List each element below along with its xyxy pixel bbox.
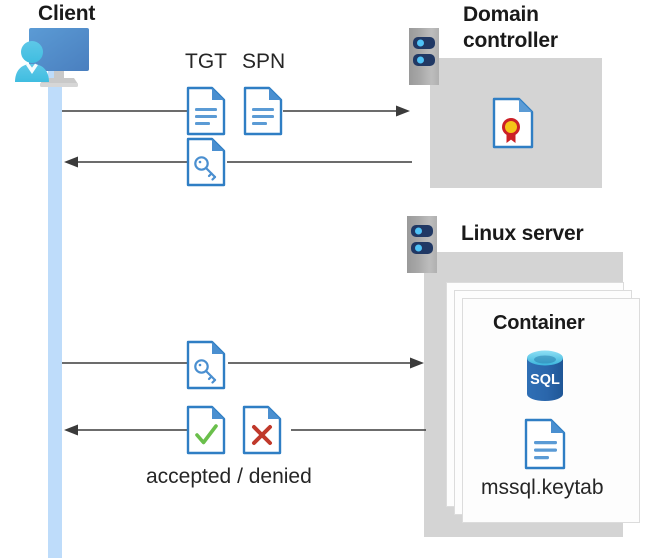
arrow-linux-to-client-result	[62, 423, 426, 437]
client-lifeline	[48, 60, 62, 558]
sql-database-icon: SQL	[521, 348, 569, 404]
x-mark-document-icon	[242, 405, 282, 455]
key-document-icon-bottom	[186, 340, 226, 390]
label-spn: SPN	[242, 50, 286, 73]
key-document-icon-top	[186, 137, 226, 187]
page-title-client: Client	[38, 2, 96, 25]
arrow-client-to-dc-request	[62, 104, 412, 118]
page-title-container: Container	[493, 312, 585, 334]
server-rack-icon-dc	[409, 28, 439, 85]
text-document-icon-tgt	[186, 86, 226, 136]
domain-controller-title-line2: controller	[463, 29, 558, 52]
checkmark-document-icon	[186, 405, 226, 455]
text-document-icon-keytab	[524, 418, 566, 470]
text-document-icon-spn	[243, 86, 283, 136]
page-title-linux-server: Linux server	[461, 222, 584, 245]
label-accepted-denied: accepted / denied	[146, 465, 312, 488]
certificate-document-icon	[492, 97, 534, 149]
arrow-client-to-linux-ticket	[62, 356, 426, 370]
arrow-dc-to-client-ticket	[62, 155, 412, 169]
svg-text:SQL: SQL	[530, 372, 560, 388]
domain-controller-title-line1: Domain	[463, 3, 539, 26]
container-card-front	[462, 298, 640, 523]
label-mssql-keytab: mssql.keytab	[481, 476, 604, 499]
client-workstation-user-icon	[8, 26, 98, 88]
page-title-domain-controller: Domain controller	[463, 2, 558, 54]
label-tgt: TGT	[185, 50, 227, 73]
server-rack-icon-linux	[407, 216, 437, 273]
